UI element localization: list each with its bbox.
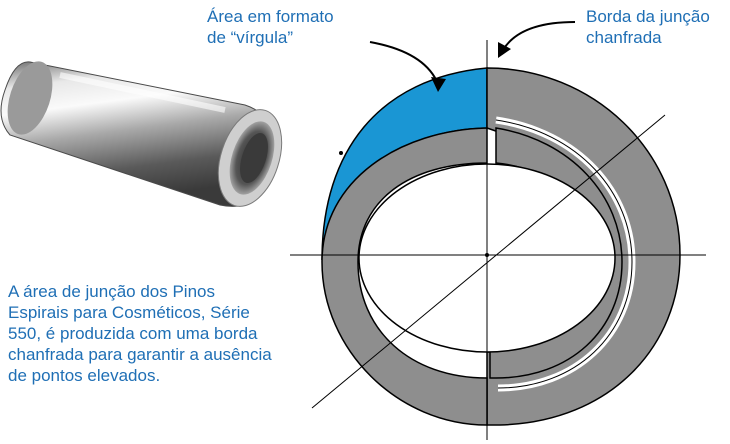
comma-arrow: [369, 41, 439, 85]
diagonal-centerline: [311, 114, 666, 409]
edge-arrow: [502, 21, 576, 51]
spiral-cross-section: [290, 40, 706, 440]
chamfered-edge-label: Borda da junção chanfrada: [586, 7, 710, 47]
leader-arrows: [369, 21, 576, 92]
spiral-pin-photo: [0, 61, 283, 207]
description-text: A área de junção dos Pinos Espirais para…: [8, 282, 272, 385]
comma-area-label: Área em formato de “vírgula”: [207, 7, 334, 47]
